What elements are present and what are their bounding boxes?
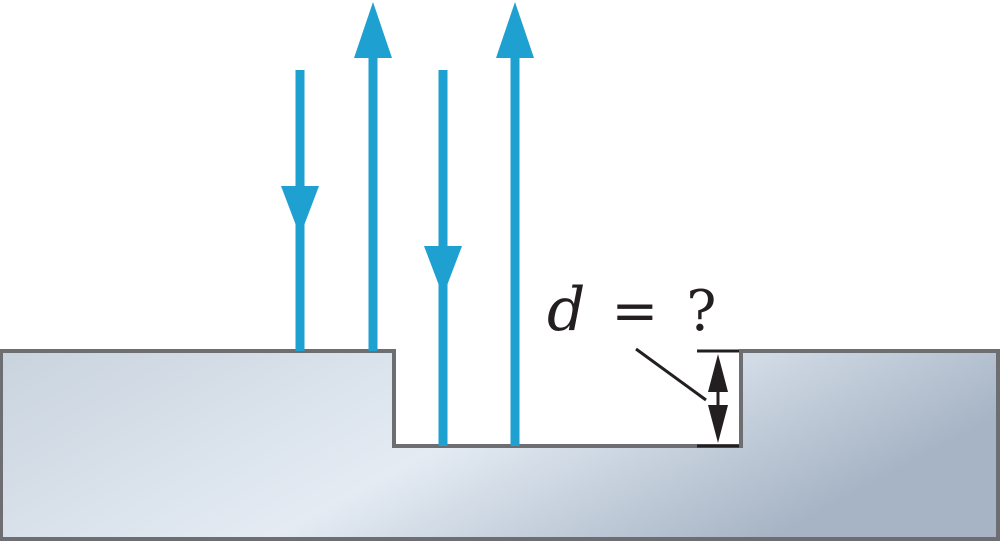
- light-rays: [281, 2, 534, 446]
- unknown-mark: ?: [686, 279, 716, 344]
- label-leader-line: [635, 347, 707, 402]
- stepped-surface: [0, 349, 1000, 541]
- depth-label: d = ?: [547, 275, 716, 345]
- depth-variable: d: [547, 275, 585, 345]
- down-arrow-icon: [281, 186, 319, 236]
- incident-ray-2: [424, 70, 462, 446]
- reflected-ray-2: [496, 2, 534, 446]
- up-arrow-icon: [496, 2, 534, 58]
- up-arrow-icon: [354, 2, 392, 58]
- equals-sign: =: [611, 279, 658, 344]
- dimension-up-arrow-icon: [708, 354, 728, 392]
- reflected-ray-1: [354, 2, 392, 351]
- down-arrow-icon: [424, 246, 462, 296]
- incident-ray-1: [281, 70, 319, 351]
- depth-dimension: [635, 347, 739, 448]
- dimension-down-arrow-icon: [708, 405, 728, 443]
